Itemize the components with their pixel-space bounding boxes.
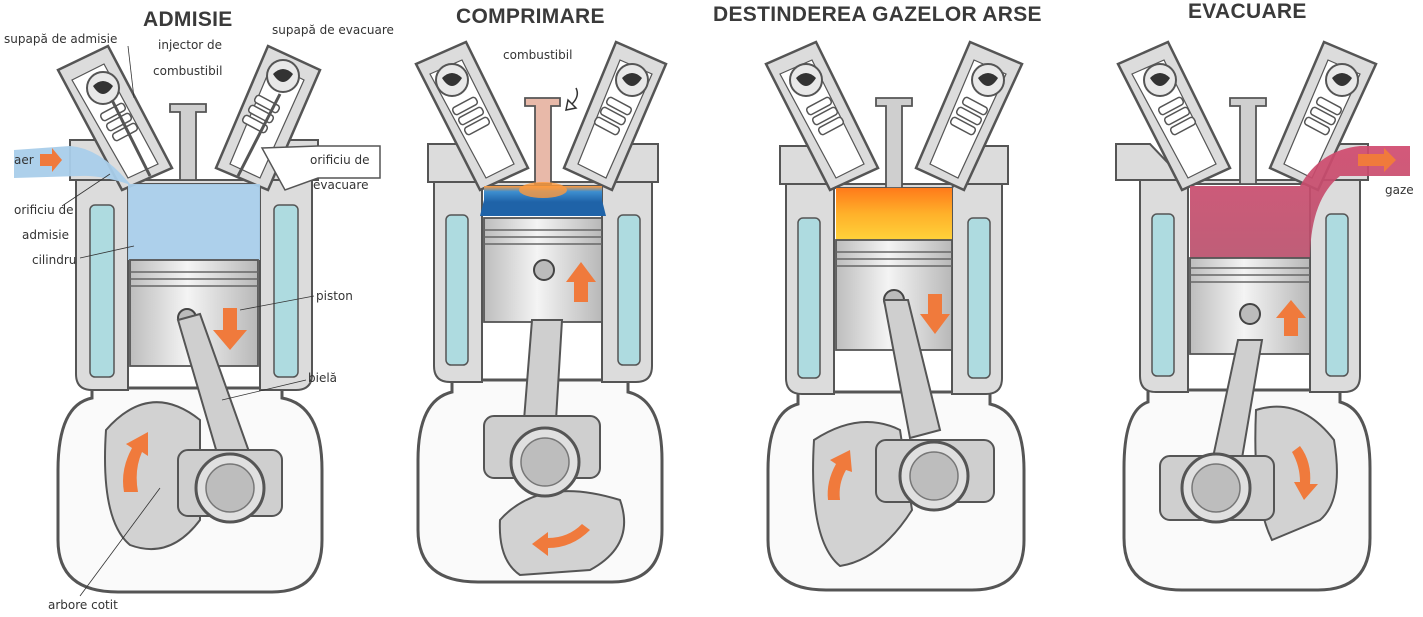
label-biela: bielă: [308, 371, 337, 385]
label-gaze: gaze: [1385, 183, 1414, 197]
fuel-injector: [1229, 97, 1267, 185]
title-admisie: ADMISIE: [143, 8, 233, 31]
crank-rotation-arrow-icon: [827, 450, 852, 500]
title-destinderea-gazelor-arse: DESTINDEREA GAZELOR ARSE: [713, 3, 1042, 26]
engine-destinderea: [764, 40, 1026, 592]
piston-down-arrow-icon: [213, 308, 247, 350]
crank-rotation-arrow-icon: [532, 524, 590, 556]
label-supapa-admisie: supapă de admisie: [4, 32, 117, 46]
intake-port-air: [14, 146, 260, 260]
fuel-drip-icon: [565, 87, 579, 111]
exhaust-gas-arrow-icon: [1358, 148, 1396, 172]
title-comprimare: COMPRIMARE: [456, 5, 605, 28]
intake-air-arrow-icon: [40, 148, 62, 172]
label-injector-line2: combustibil: [153, 64, 222, 78]
label-supapa-evacuare: supapă de evacuare: [272, 23, 394, 37]
label-orificiu-admisie-line2: admisie: [22, 228, 69, 242]
label-injector-line1: injector de: [158, 38, 222, 52]
engine-evacuare: [1115, 40, 1410, 592]
connecting-rod: [522, 319, 564, 421]
label-orificiu-admisie-line1: orificiu de: [14, 203, 74, 217]
crank-web: [104, 401, 201, 551]
label-arbore-cotit: arbore cotit: [48, 598, 118, 612]
label-cilindru: cilindru: [32, 253, 76, 267]
piston-down-arrow-icon: [920, 294, 950, 334]
piston-up-arrow-icon: [1276, 300, 1306, 336]
fuel-injector: [169, 103, 207, 181]
label-aer: aer: [14, 153, 34, 167]
exhaust-gas: [1190, 146, 1410, 260]
title-evacuare: EVACUARE: [1188, 0, 1307, 23]
engine-admisie: [14, 44, 381, 594]
crank-rotation-arrow-icon: [123, 432, 148, 492]
label-orificiu-evacuare-line2: evacuare: [313, 178, 368, 192]
label-combustibil: combustibil: [503, 48, 572, 62]
label-orificiu-evacuare-line1: orificiu de: [310, 153, 370, 167]
piston-up-arrow-icon: [566, 262, 596, 302]
coolant-jacket-right: [273, 204, 299, 378]
compressed-charge: [480, 200, 606, 216]
fuel-injector: [524, 97, 561, 185]
fuel-injector: [875, 97, 913, 189]
combustion-gas: [836, 188, 952, 240]
crank-rotation-arrow-icon: [1292, 446, 1318, 500]
connecting-rod: [882, 299, 942, 440]
engine-comprimare: [414, 40, 668, 584]
label-piston: piston: [316, 289, 353, 303]
coolant-jacket-left: [89, 204, 115, 378]
